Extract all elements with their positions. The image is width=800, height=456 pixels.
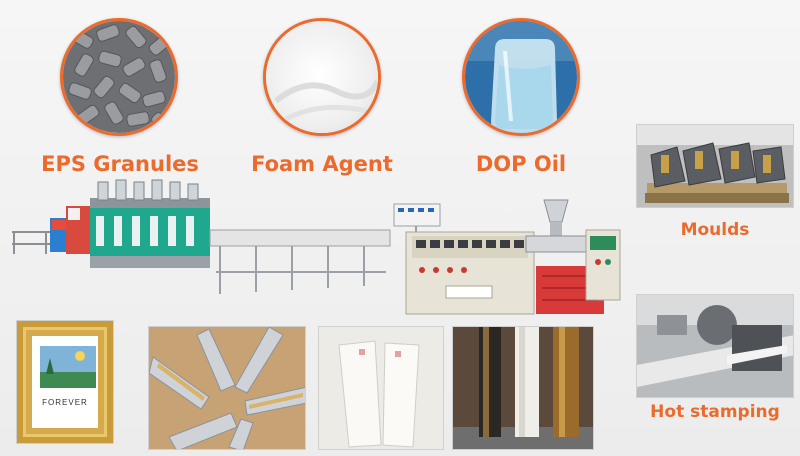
eps-granules-label: EPS Granules: [41, 152, 199, 176]
moulds-photo: [636, 124, 794, 208]
decorative-mouldings-photo: [452, 326, 594, 450]
powder-icon: [266, 21, 378, 133]
mouldings-pieces-photo: [148, 326, 306, 450]
eps-granules-image: [60, 18, 178, 136]
hot-stamping-label: Hot stamping: [650, 402, 780, 422]
frame-text: FOREVER: [42, 398, 88, 407]
foam-agent-label: Foam Agent: [251, 152, 393, 176]
white-skirting-photo: [318, 326, 444, 450]
photo-frame-product: FOREVER: [16, 320, 114, 444]
dop-oil-label: DOP Oil: [475, 152, 567, 176]
oil-jar-icon: [465, 21, 577, 133]
production-line-machine: [6, 176, 636, 326]
dop-oil-image: [462, 18, 580, 136]
moulds-label: Moulds: [680, 220, 750, 240]
foam-agent-image: [263, 18, 381, 136]
landscape-picture: [40, 346, 96, 388]
granules-icon: [63, 21, 175, 133]
hot-stamping-photo: [636, 294, 794, 398]
